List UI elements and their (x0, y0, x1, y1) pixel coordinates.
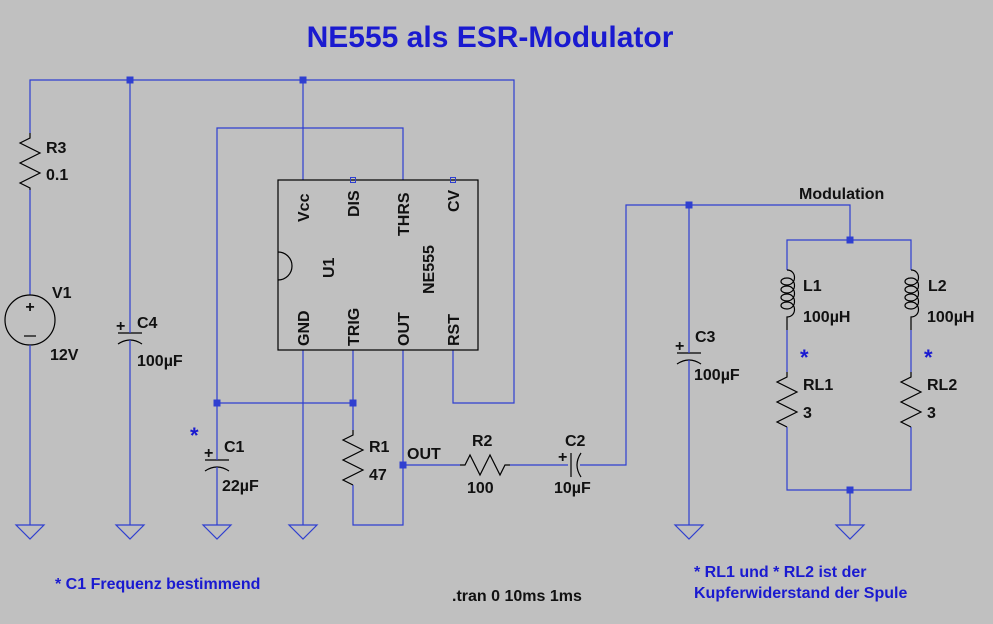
rl2-value: 3 (927, 405, 936, 422)
l1-value: 100µH (803, 309, 850, 326)
c2-plus: + (558, 449, 567, 466)
r2-name: R2 (472, 433, 493, 450)
rl1-value: 3 (803, 405, 812, 422)
c2-value: 10µF (554, 480, 591, 497)
c1-star: * (190, 423, 199, 448)
net-label-out: OUT (407, 446, 441, 463)
voltage-source-v1: + V1 12V (4, 285, 79, 364)
wires (29, 79, 912, 526)
inductor-l2: L2 100µH (904, 265, 974, 330)
r3-value: 0.1 (46, 167, 68, 184)
junctions (126, 76, 854, 494)
ic-u1-ne555: Vcc DIS THRS CV GND TRIG OUT RST U1 NE55… (277, 177, 479, 351)
capacitor-c2: + C2 10µF (554, 433, 591, 497)
net-label-modulation: Modulation (799, 186, 884, 203)
l2-value: 100µH (927, 309, 974, 326)
pin-thrs: THRS (396, 192, 413, 236)
rl1-name: RL1 (803, 377, 833, 394)
ic-part: NE555 (421, 245, 438, 294)
c1-value: 22µF (222, 478, 259, 495)
c4-name: C4 (137, 315, 158, 332)
rl1-star: * (800, 345, 809, 370)
inductor-l1: L1 100µH (780, 265, 850, 330)
c1-name: C1 (224, 439, 245, 456)
c2-name: C2 (565, 433, 586, 450)
rl2-star: * (924, 345, 933, 370)
c3-value: 100µF (694, 367, 740, 384)
c1-plus: + (204, 445, 213, 462)
c3-plus: + (675, 338, 684, 355)
capacitor-c3: + C3 100µF (675, 329, 740, 384)
resistor-rl2: * RL2 3 (899, 345, 957, 428)
ic-name: U1 (321, 257, 338, 278)
capacitor-c4: + C4 100µF (116, 315, 183, 370)
resistor-r3: R3 0.1 (18, 133, 68, 190)
note-c1-frequency: * C1 Frequenz bestimmend (55, 576, 260, 593)
rl2-name: RL2 (927, 377, 957, 394)
r2-value: 100 (467, 480, 494, 497)
r3-name: R3 (46, 140, 67, 157)
note-rl-line2: Kupferwiderstand der Spule (694, 585, 907, 602)
r1-value: 47 (369, 467, 387, 484)
resistor-rl1: * RL1 3 (775, 345, 833, 428)
ground-symbols (14, 524, 866, 540)
pin-trig: TRIG (346, 308, 363, 346)
plus-sign: + (25, 299, 34, 316)
c4-value: 100µF (137, 353, 183, 370)
capacitor-c1: + * C1 22µF (190, 423, 259, 495)
c4-plus: + (116, 318, 125, 335)
pin-cv: CV (446, 189, 463, 212)
pin-vcc: Vcc (296, 193, 313, 222)
pin-rst: RST (446, 314, 463, 346)
c3-name: C3 (695, 329, 716, 346)
r1-name: R1 (369, 439, 390, 456)
pin-gnd: GND (296, 310, 313, 346)
schematic-title: NE555 als ESR-Modulator (307, 21, 674, 54)
l1-name: L1 (803, 278, 822, 295)
l2-name: L2 (928, 278, 947, 295)
pin-out: OUT (396, 312, 413, 346)
v1-value: 12V (50, 347, 79, 364)
resistor-r1: R1 47 (341, 430, 390, 486)
pin-dis: DIS (346, 190, 363, 217)
note-rl-line1: * RL1 und * RL2 ist der (694, 564, 866, 581)
resistor-r2: R2 100 (460, 433, 510, 497)
spice-directive-tran: .tran 0 10ms 1ms (452, 588, 582, 605)
v1-name: V1 (52, 285, 72, 302)
